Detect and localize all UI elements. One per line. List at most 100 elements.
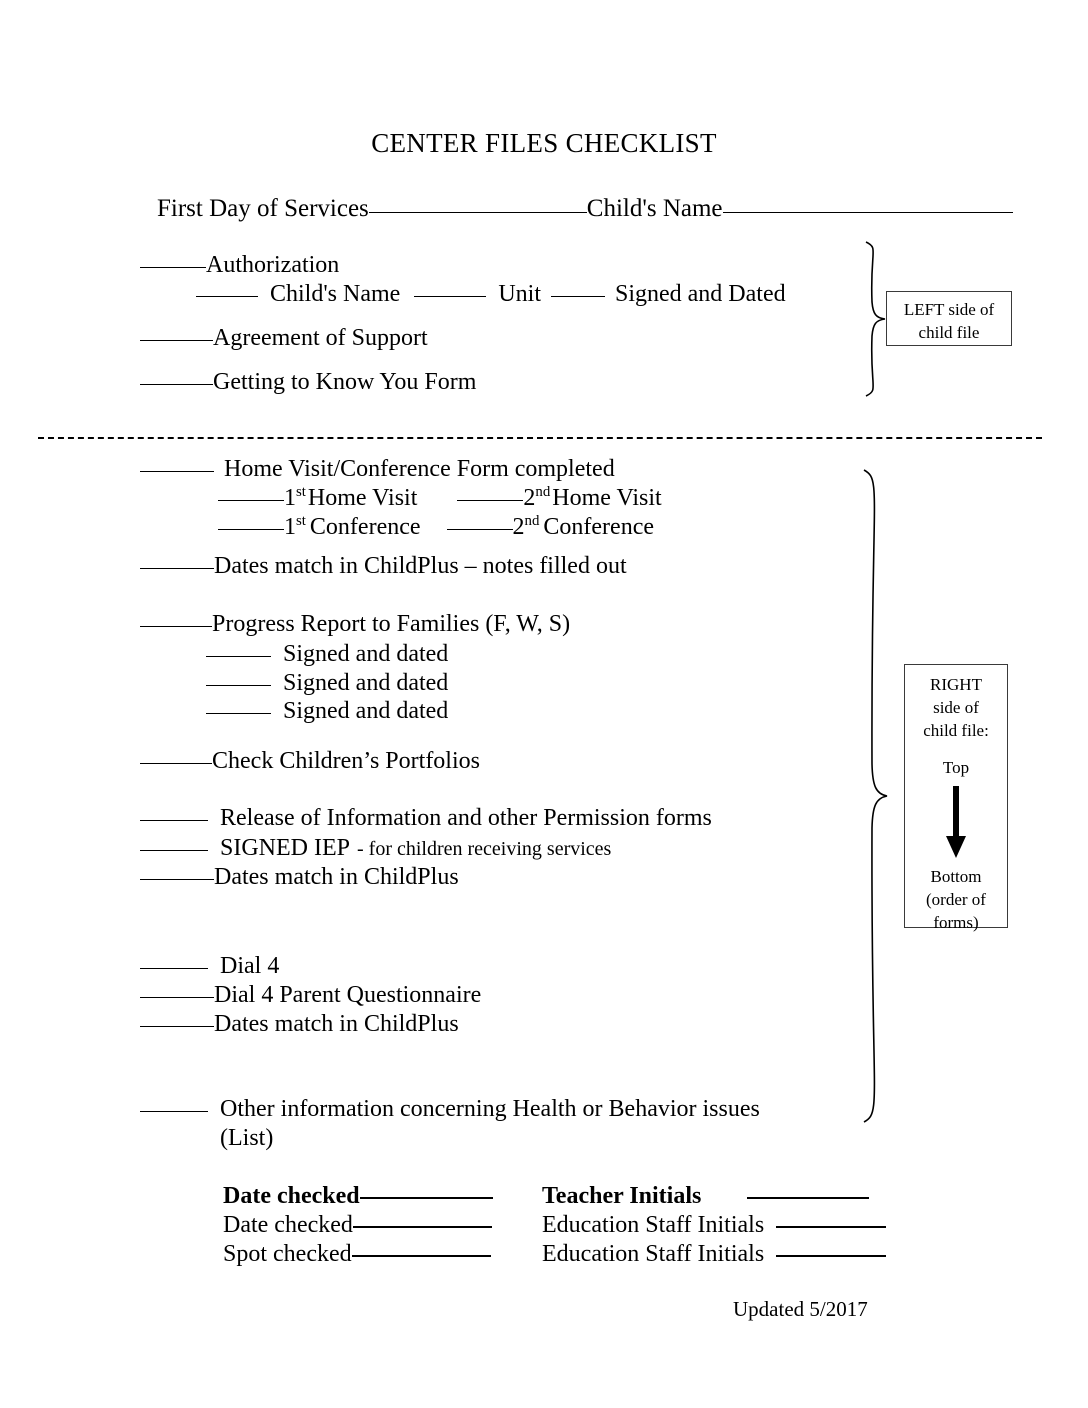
other-information-label: Other information concerning Health or B…	[220, 1096, 760, 1122]
other-information-blank[interactable]	[140, 1111, 208, 1112]
authorization-unit-blank[interactable]	[414, 296, 487, 297]
home-visit-row: 1stHome Visit 2ndHome Visit	[218, 485, 662, 512]
checklist-item-release-of-information[interactable]: Release of Information and other Permiss…	[140, 805, 712, 832]
getting-to-know-you-blank[interactable]	[140, 384, 213, 385]
checklist-item-other-information[interactable]: Other information concerning Health or B…	[140, 1096, 760, 1123]
signoff-row-teacher-initials: Teacher Initials	[542, 1183, 870, 1210]
checklist-item-dates-match-notes[interactable]: Dates match in ChildPlus – notes filled …	[140, 553, 627, 580]
first-home-visit-blank[interactable]	[218, 500, 284, 501]
dates-match-childplus-blank-1[interactable]	[140, 879, 214, 880]
signed-iep-label: SIGNED IEP	[220, 835, 350, 861]
check-portfolios-label: Check Children’s Portfolios	[212, 748, 480, 774]
signed-dated-blank-2[interactable]	[206, 685, 271, 686]
second-home-visit-blank[interactable]	[457, 500, 524, 501]
signoff-row-education-staff-initials-1: Education Staff Initials	[542, 1212, 887, 1239]
left-side-callout-box: LEFT side of child file	[886, 291, 1012, 346]
checklist-item-dial-4[interactable]: Dial 4	[140, 953, 279, 980]
signed-dated-row-3: Signed and dated	[206, 698, 448, 725]
section-divider	[38, 437, 1042, 439]
authorization-label: Authorization	[206, 252, 340, 278]
right-section-brace	[863, 469, 888, 1123]
home-visit-conference-blank[interactable]	[140, 471, 214, 472]
dial-4-parent-questionnaire-blank[interactable]	[140, 997, 214, 998]
dates-match-childplus-blank-2[interactable]	[140, 1026, 214, 1027]
release-of-information-blank[interactable]	[140, 820, 208, 821]
dial-4-blank[interactable]	[140, 968, 208, 969]
dates-match-notes-label: Dates match in ChildPlus – notes filled …	[214, 553, 627, 579]
teacher-initials-input[interactable]	[747, 1197, 870, 1199]
authorization-unit-label: Unit	[498, 281, 541, 307]
left-callout-line-1: LEFT side of	[903, 300, 995, 319]
checklist-item-progress-report[interactable]: Progress Report to Families (F, W, S)	[140, 611, 570, 638]
checklist-item-dates-match-childplus-1[interactable]: Dates match in ChildPlus	[140, 864, 459, 891]
second-conference-blank[interactable]	[446, 529, 513, 530]
other-information-list-label: (List)	[220, 1125, 274, 1151]
date-checked-input-1[interactable]	[359, 1197, 493, 1199]
order-direction-arrow-wrap	[905, 785, 1007, 860]
education-staff-initials-label-1: Education Staff Initials	[542, 1212, 765, 1238]
dates-match-notes-blank[interactable]	[140, 568, 214, 569]
authorization-signed-dated-label: Signed and Dated	[614, 281, 786, 307]
signed-dated-blank-1[interactable]	[206, 656, 271, 657]
spot-checked-label: Spot checked	[223, 1241, 352, 1267]
left-callout-line-2: child file	[918, 322, 980, 342]
left-section-brace	[865, 241, 886, 397]
checklist-item-check-portfolios[interactable]: Check Children’s Portfolios	[140, 748, 480, 775]
checklist-item-dates-match-childplus-2[interactable]: Dates match in ChildPlus	[140, 1011, 459, 1038]
progress-report-label: Progress Report to Families (F, W, S)	[212, 611, 571, 637]
signoff-row-date-checked-primary: Date checked	[223, 1183, 493, 1210]
right-callout-line-2: side of	[933, 697, 979, 717]
getting-to-know-you-label: Getting to Know You Form	[213, 369, 477, 395]
date-checked-label-1: Date checked	[223, 1183, 360, 1209]
other-information-list-line: (List)	[220, 1125, 273, 1152]
checklist-item-authorization[interactable]: Authorization	[140, 252, 339, 279]
authorization-checkbox-blank[interactable]	[140, 267, 206, 268]
signoff-row-education-staff-initials-2: Education Staff Initials	[542, 1241, 887, 1268]
checklist-item-signed-iep[interactable]: SIGNED IEP - for children receiving serv…	[140, 835, 611, 862]
child-name-input[interactable]	[722, 212, 1013, 213]
signed-dated-label-3: Signed and dated	[283, 698, 449, 724]
signed-dated-row-1: Signed and dated	[206, 641, 448, 668]
agreement-of-support-label: Agreement of Support	[213, 325, 428, 351]
right-callout-forms-line: forms)	[933, 912, 979, 932]
first-conference-blank[interactable]	[218, 529, 284, 530]
checklist-item-dial-4-parent-questionnaire[interactable]: Dial 4 Parent Questionnaire	[140, 982, 481, 1009]
first-home-visit-ordinal-suffix: st	[296, 484, 306, 500]
first-day-of-services-input[interactable]	[368, 212, 587, 213]
authorization-child-name-blank[interactable]	[196, 296, 258, 297]
signoff-row-date-checked-secondary: Date checked	[223, 1212, 492, 1239]
teacher-initials-label: Teacher Initials	[542, 1183, 702, 1209]
child-name-label: Child's Name	[586, 195, 723, 222]
check-portfolios-blank[interactable]	[140, 763, 212, 764]
right-callout-bottom-label: Bottom	[930, 866, 982, 886]
spot-checked-input[interactable]	[351, 1255, 491, 1257]
date-checked-label-2: Date checked	[223, 1212, 353, 1238]
dates-match-childplus-label-2: Dates match in ChildPlus	[214, 1011, 459, 1037]
checklist-item-agreement-of-support[interactable]: Agreement of Support	[140, 325, 428, 352]
checklist-item-home-visit-conference-form[interactable]: Home Visit/Conference Form completed	[140, 456, 615, 483]
home-visit-conference-label: Home Visit/Conference Form completed	[224, 456, 615, 482]
checklist-item-getting-to-know-you[interactable]: Getting to Know You Form	[140, 369, 476, 396]
signed-dated-label-2: Signed and dated	[283, 670, 449, 696]
page-title: CENTER FILES CHECKLIST	[371, 128, 717, 158]
education-staff-initials-input-1[interactable]	[776, 1226, 887, 1228]
agreement-of-support-blank[interactable]	[140, 340, 213, 341]
header-fields: First Day of Services Child's Name	[157, 195, 1013, 223]
progress-report-blank[interactable]	[140, 626, 212, 627]
education-staff-initials-input-2[interactable]	[776, 1255, 887, 1257]
right-callout-spacer	[905, 743, 1007, 757]
education-staff-initials-label-2: Education Staff Initials	[542, 1241, 765, 1267]
down-arrow-icon	[946, 785, 966, 858]
date-checked-input-2[interactable]	[352, 1226, 492, 1228]
authorization-signed-dated-blank[interactable]	[550, 296, 605, 297]
signed-dated-label-1: Signed and dated	[283, 641, 449, 667]
signed-dated-blank-3[interactable]	[206, 713, 271, 714]
signoff-row-spot-checked: Spot checked	[223, 1241, 491, 1268]
signed-iep-blank[interactable]	[140, 850, 208, 851]
dial-4-parent-questionnaire-label: Dial 4 Parent Questionnaire	[214, 982, 482, 1008]
updated-date-footer: Updated 5/2017	[733, 1297, 868, 1321]
